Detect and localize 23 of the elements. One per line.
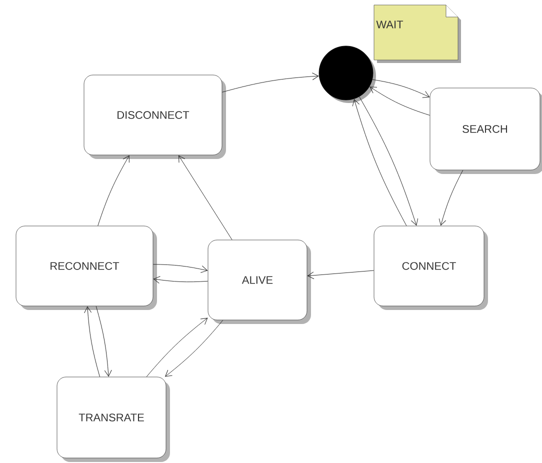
state-box: SEARCH — [430, 88, 542, 174]
state-box: TRANSRATE — [56, 376, 170, 462]
arrow — [359, 96, 418, 226]
arrow — [178, 155, 232, 240]
initial-state-circle — [318, 46, 376, 103]
arrow — [370, 86, 430, 116]
state-box: RECONNECT — [16, 226, 157, 310]
arrow — [98, 155, 130, 226]
note: WAIT — [374, 4, 461, 63]
arrow — [352, 99, 407, 226]
state-box: DISCONNECT — [84, 74, 226, 159]
state-box: CONNECT — [374, 226, 488, 310]
arrow — [222, 72, 319, 92]
arrow — [146, 318, 208, 378]
arrow — [438, 170, 464, 226]
arrow — [153, 276, 208, 284]
arrow — [84, 306, 100, 378]
arrow — [165, 320, 224, 377]
arrow — [307, 270, 374, 280]
arrow — [152, 264, 208, 273]
arrow — [372, 79, 430, 98]
state-box: ALIVE — [208, 240, 311, 324]
arrow — [96, 306, 112, 377]
